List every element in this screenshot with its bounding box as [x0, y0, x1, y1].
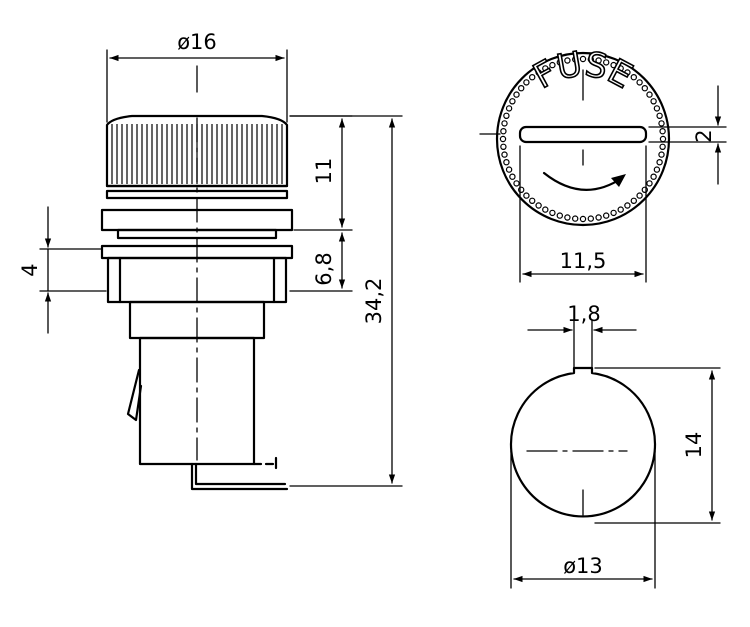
label-total-height-34-2: 34,2 — [362, 278, 386, 325]
curved-arrow-icon — [542, 171, 626, 191]
bottom-terminal — [190, 456, 289, 491]
label-slot-width-2: 2 — [692, 129, 716, 142]
side-terminal — [126, 368, 143, 422]
screwdriver-slot — [518, 125, 648, 144]
label-height-14: 14 — [682, 432, 706, 459]
side-view: ø16 11 6,8 34,2 4 — [18, 30, 403, 491]
cap-outline — [495, 51, 671, 227]
knurled-cap — [105, 114, 289, 188]
cutout-view: 1,8 14 ø13 — [509, 302, 721, 589]
dimension-cap-height-11: 11 — [289, 115, 353, 231]
label-cap-height-11: 11 — [312, 158, 336, 185]
cutout-outline — [509, 366, 657, 518]
label-diameter-13: ø13 — [563, 554, 603, 578]
label-key-width-1-8: 1,8 — [567, 302, 600, 326]
label-slot-length-11-5: 11,5 — [560, 249, 607, 273]
dimension-diameter-16: ø16 — [106, 30, 288, 123]
dimension-body-height-6-8: 6,8 — [289, 232, 353, 292]
knurl-scallops — [499, 55, 667, 223]
top-view: FUSE 2 11,5 — [479, 44, 727, 283]
dimension-diameter-13: ø13 — [510, 450, 656, 589]
label-diameter-16: ø16 — [177, 30, 217, 54]
dimension-panel-4: 4 — [18, 206, 107, 334]
dimension-key-width-1-8: 1,8 — [527, 302, 637, 369]
dimension-slot-length-11-5: 11,5 — [519, 145, 647, 283]
dimension-height-14: 14 — [594, 367, 721, 524]
dimension-total-height-34-2: 34,2 — [289, 115, 403, 487]
label-panel-4: 4 — [18, 263, 42, 276]
dimension-slot-width-2: 2 — [648, 85, 727, 185]
label-body-height-6-8: 6,8 — [312, 252, 336, 285]
